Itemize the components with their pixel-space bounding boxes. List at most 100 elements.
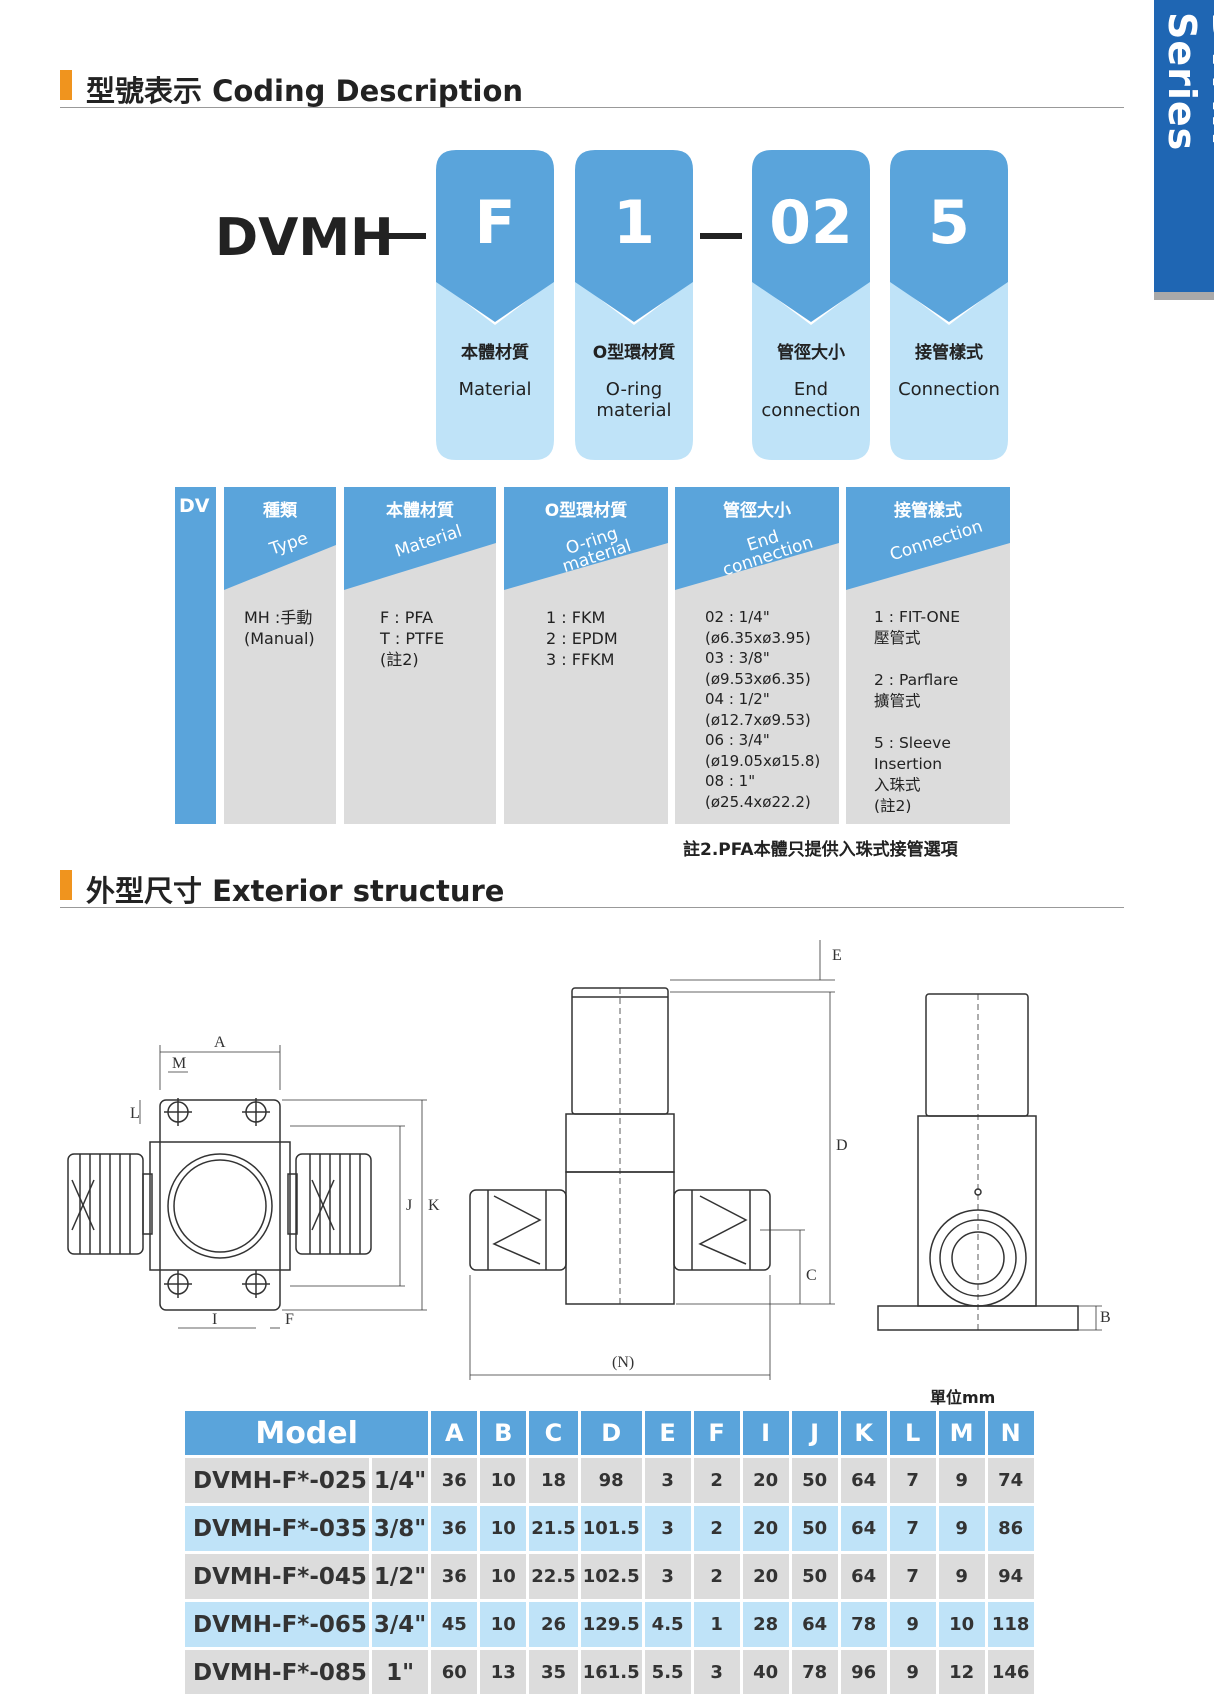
dv-column: DV [175,487,216,824]
cell-value: 9 [938,1458,985,1503]
spec-column-type: 種類 Type MH :手動 (Manual) [224,487,336,824]
cell-value: 20 [742,1458,789,1503]
dim-label-f: F [285,1311,294,1328]
cell-value: 129.5 [580,1602,642,1647]
cell-size: 1/4" [371,1458,429,1503]
dim-label-k: K [428,1197,440,1214]
title-bar-marker [60,870,72,900]
segment-shape [575,150,693,460]
table-header-row: Model A B C D E F I J K L M N [185,1411,1034,1455]
cell-value: 3 [644,1458,691,1503]
cell-value: 21.5 [529,1506,578,1551]
cell-value: 35 [529,1650,578,1694]
cell-value: 10 [938,1602,985,1647]
cell-value: 50 [791,1554,838,1599]
cell-value: 78 [840,1602,887,1647]
cell-model: DVMH-F*-085 [185,1650,369,1694]
segment-shape [436,150,554,460]
table-row: DVMH-F*-045 1/2" 36 10 22.5 102.5 3 2 20… [185,1554,1034,1599]
header-k: K [840,1411,887,1455]
dim-label-m: M [172,1055,186,1072]
cell-value: 9 [889,1602,936,1647]
dim-label-i: I [212,1311,217,1328]
segment-label-en: Connection [898,379,1000,400]
cell-value: 10 [480,1602,527,1647]
cell-value: 9 [889,1650,936,1694]
series-tab-label: DVMH Series [1160,12,1214,152]
cell-size: 1" [371,1650,429,1694]
code-prefix: DVMH [215,208,394,268]
spec-column-oring: O型環材質 O-ring material 1 : FKM 2 : EPDM 3… [504,487,668,824]
header-m: M [938,1411,985,1455]
cell-value: 36 [431,1506,478,1551]
table-row: DVMH-F*-065 3/4" 45 10 26 129.5 4.5 1 28… [185,1602,1034,1647]
cell-value: 2 [693,1458,740,1503]
cell-value: 64 [840,1458,887,1503]
cell-value: 7 [889,1458,936,1503]
cell-value: 96 [840,1650,887,1694]
header-f: F [693,1411,740,1455]
cell-value: 64 [791,1602,838,1647]
header-c: C [529,1411,578,1455]
segment-label-en: O-ring material [596,379,672,421]
cell-value: 2 [693,1554,740,1599]
spec-header-shape [224,487,336,590]
dv-label: DV [179,495,210,517]
dimension-table: Model A B C D E F I J K L M N DVMH-F*-02… [182,1408,1037,1694]
code-segment-size: 02 管徑大小 End connection [752,150,870,460]
top-view [67,1045,427,1329]
spec-body: F : PFA T : PTFE (註2) [380,608,445,669]
cell-value: 13 [480,1650,527,1694]
segment-letter: 5 [928,188,970,258]
cell-value: 118 [987,1602,1034,1647]
cell-value: 50 [791,1458,838,1503]
cell-size: 1/2" [371,1554,429,1599]
header-b: B [480,1411,527,1455]
cell-value: 12 [938,1650,985,1694]
cell-value: 101.5 [580,1506,642,1551]
series-tab: DVMH Series [1154,0,1214,300]
cell-value: 86 [987,1506,1034,1551]
segment-label-zh: 本體材質 [461,343,529,363]
cell-value: 94 [987,1554,1034,1599]
cell-value: 7 [889,1506,936,1551]
cell-value: 22.5 [529,1554,578,1599]
cell-value: 10 [480,1458,527,1503]
exterior-drawing: A M L J K I F E D C (N) B [67,940,1111,1380]
cell-value: 5.5 [644,1650,691,1694]
spec-header-zh: O型環材質 [544,501,628,521]
spec-header-shape [344,487,496,590]
header-j: J [791,1411,838,1455]
cell-model: DVMH-F*-035 [185,1506,369,1551]
segment-label-en: Material [458,379,532,400]
spec-body: MH :手動 (Manual) [244,608,315,648]
segment-label-en: End connection [761,379,861,421]
spec-column-material: 本體材質 Material F : PFA T : PTFE (註2) [344,487,496,824]
dim-label-a: A [214,1034,226,1051]
cell-value: 1 [693,1602,740,1647]
cell-value: 3 [644,1506,691,1551]
dim-label-j: J [406,1197,412,1214]
coding-title-text: 型號表示 Coding Description [86,74,524,108]
cell-value: 10 [480,1554,527,1599]
cell-value: 9 [938,1506,985,1551]
spec-header-zh: 種類 [263,501,297,521]
dim-label-d: D [836,1137,848,1154]
cell-size: 3/4" [371,1602,429,1647]
cell-value: 50 [791,1506,838,1551]
cell-value: 4.5 [644,1602,691,1647]
cell-value: 10 [480,1506,527,1551]
cell-value: 7 [889,1554,936,1599]
exterior-title-text: 外型尺寸 Exterior structure [86,874,505,908]
title-bar-marker [60,70,72,100]
cell-value: 45 [431,1602,478,1647]
cell-value: 40 [742,1650,789,1694]
segment-shape [890,150,1008,460]
segment-letter: 1 [613,188,655,258]
spec-header-zh: 接管樣式 [894,501,962,521]
code-dash-2 [700,233,742,239]
cell-value: 161.5 [580,1650,642,1694]
cell-value: 2 [693,1506,740,1551]
header-l: L [889,1411,936,1455]
spec-header-zh: 管徑大小 [723,501,791,521]
